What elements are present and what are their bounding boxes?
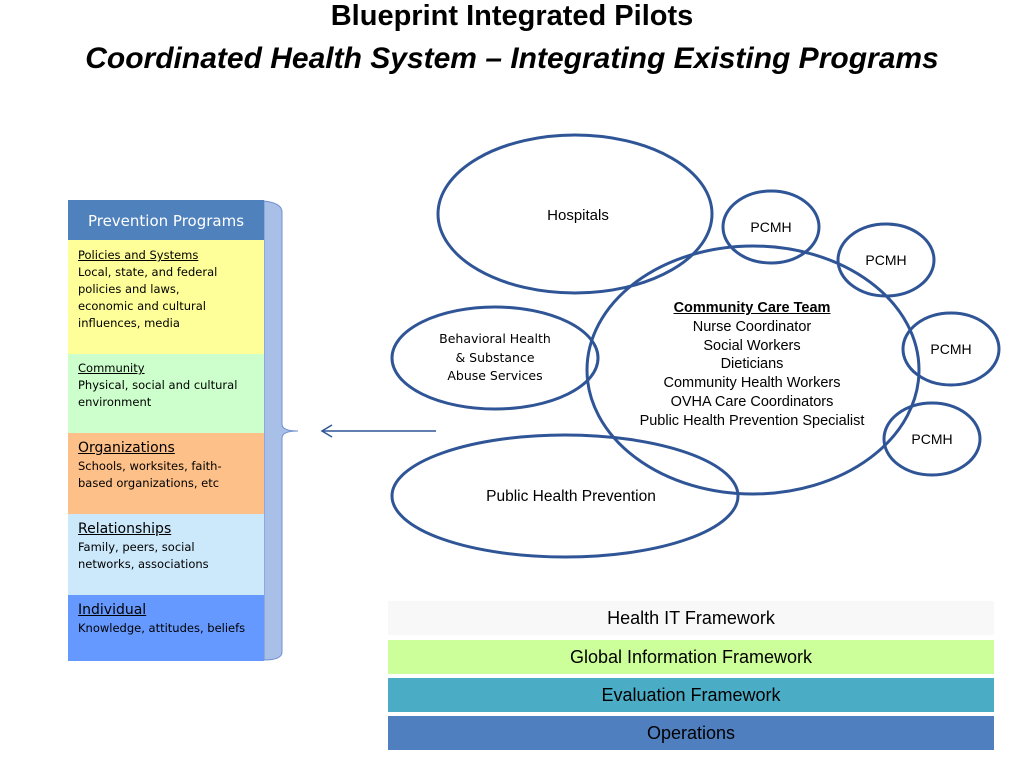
pcmh-label-1: PCMH [750,219,792,235]
title-line-1: Blueprint Integrated Pilots [330,0,694,32]
cct-title: Community Care Team [673,300,831,316]
cct-member: Dieticians [720,356,784,373]
behavioral-line-1: Behavioral Health [439,331,551,346]
level-heading: Relationships [78,521,172,537]
level-text: Physical, social and cultural environmen… [78,378,238,409]
pcmh-circle-2 [836,222,936,298]
level-organizations: Organizations Schools, worksites, faith-… [68,433,264,514]
level-policies: Policies and Systems Local, state, and f… [68,240,264,354]
hospitals-circle [436,133,714,295]
community-care-team-label: Community Care Team Nurse Coordinator So… [610,299,894,431]
evaluation-framework-bar: Evaluation Framework [388,678,994,712]
public-health-label: Public Health Prevention [486,488,656,505]
pcmh-circle-3 [901,311,1001,387]
level-heading: Individual [78,602,147,618]
level-heading: Community [78,361,145,375]
pcmh-label-2: PCMH [865,252,907,268]
cct-member: Community Health Workers [663,375,841,392]
public-health-circle [390,433,740,559]
operations-bar: Operations [388,716,994,750]
title-line-2: Coordinated Health System – Integrating … [85,42,939,75]
level-heading: Policies and Systems [78,248,199,262]
bracket-shape [263,200,299,661]
hospitals-label: Hospitals [547,207,609,224]
health-it-framework-bar: Health IT Framework [388,601,994,635]
cct-member: OVHA Care Coordinators [670,393,834,410]
level-heading: Organizations [78,440,175,456]
community-care-team-circle [585,244,921,496]
level-text: Knowledge, attitudes, beliefs [78,621,246,635]
level-community: Community Physical, social and cultural … [68,354,264,433]
behavioral-line-3: Abuse Services [447,368,543,383]
prevention-header: Prevention Programs [68,200,264,240]
cct-member: Social Workers [703,337,801,354]
cct-member: Nurse Coordinator [692,318,812,335]
behavioral-line-2: & Substance [455,349,535,365]
behavioral-health-label: Behavioral Health & Substance Abuse Serv… [420,330,570,386]
arrow-head [320,424,333,438]
cct-member: Public Health Prevention Specialist [639,412,865,429]
pcmh-label-3: PCMH [930,341,972,357]
global-information-framework-bar: Global Information Framework [388,640,994,674]
level-text: Local, state, and federal policies and l… [78,265,218,330]
level-text: Schools, worksites, faith- based organiz… [78,459,222,490]
pcmh-circle-4 [882,401,982,477]
level-individual: Individual Knowledge, attitudes, beliefs [68,595,264,661]
pcmh-circle-1 [721,189,821,265]
level-relationships: Relationships Family, peers, social netw… [68,514,264,595]
behavioral-health-circle [390,305,600,411]
level-text: Family, peers, social networks, associat… [78,540,209,571]
pcmh-label-4: PCMH [911,431,953,447]
